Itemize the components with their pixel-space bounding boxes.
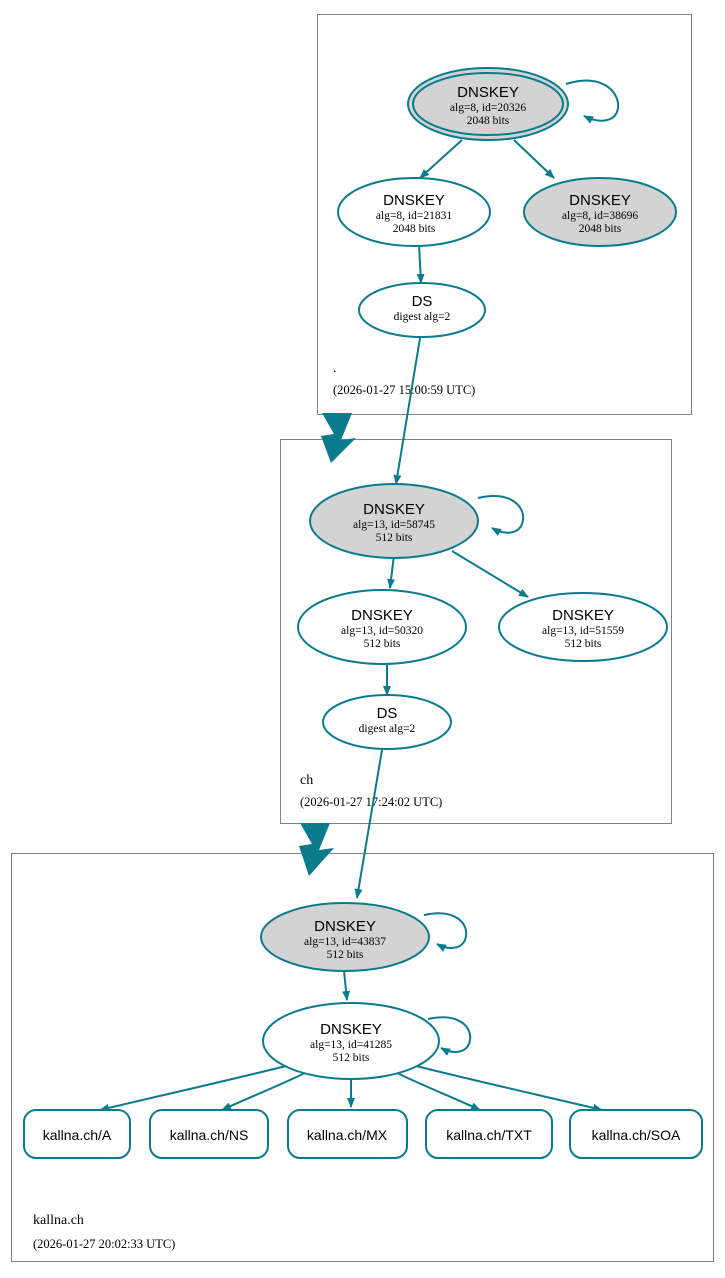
node-ch-ksk-title: DNSKEY [363,501,425,518]
zone-timestamp-kallna: (2026-01-27 20:02:33 UTC) [33,1237,175,1251]
node-kallna-ksk-title: DNSKEY [314,918,376,935]
edge-root-zsk-to-ds [416,243,425,284]
zone-timestamp-ch: (2026-01-27 17:24:02 UTC) [300,795,442,809]
node-ch-zsk [297,589,467,665]
rrset-kallna-soa-label: kallna.ch/SOA [592,1127,681,1143]
rrset-kallna-a[interactable] [23,1109,131,1159]
edge-ch-ksk-to-ch-zsk [387,554,396,589]
edge-zsk-to-rrset-soa [415,1065,603,1112]
rrset-kallna-ns[interactable] [149,1109,269,1159]
node-kallna-zsk-title: DNSKEY [320,1021,382,1038]
node-ch-key-51559 [498,592,668,662]
node-ch-ds [322,694,452,750]
edge-ch-ds-to-kallna-ksk [354,749,383,899]
node-root-key-38696-title: DNSKEY [569,192,631,209]
node-kallna-zsk-keysize: 512 bits [333,1052,370,1064]
node-root-key-38696 [523,177,677,247]
zone-timestamp-root: (2026-01-27 15:00:59 UTC) [333,383,475,397]
node-ch-zsk-keysize: 512 bits [364,638,401,650]
edge-delegation-root-to-ch [321,413,356,463]
edge-zsk-to-rrset-ns [221,1072,306,1111]
rrset-kallna-mx-label: kallna.ch/MX [307,1127,388,1143]
node-root-key-38696-keysize: 2048 bits [579,223,622,235]
rrset-kallna-soa[interactable] [569,1109,703,1159]
edge-self-sign-ch-ksk [477,495,525,536]
edge-self-sign-kallna-zsk [427,1016,472,1056]
node-ch-key-51559-keyinfo: alg=13, id=51559 [542,625,624,637]
node-root-ksk-title: DNSKEY [457,84,519,101]
node-root-ds-title: DS [412,293,433,310]
node-kallna-ksk-keyinfo: alg=13, id=43837 [304,936,386,948]
node-root-ds-digest: digest alg=2 [394,311,451,323]
node-ch-zsk-keyinfo: alg=13, id=50320 [341,625,423,637]
edge-self-sign-root-ksk [565,79,620,124]
node-root-zsk [337,177,491,247]
node-kallna-ksk-keysize: 512 bits [327,949,364,961]
node-kallna-zsk-keyinfo: alg=13, id=41285 [310,1039,392,1051]
node-root-zsk-keysize: 2048 bits [393,223,436,235]
rrset-kallna-mx[interactable] [287,1109,408,1159]
node-ch-ds-digest: digest alg=2 [359,723,416,735]
node-ch-zsk-title: DNSKEY [351,607,413,624]
edge-zsk-to-rrset-txt [396,1072,481,1111]
zone-label-root: . [333,361,337,376]
node-ch-key-51559-keysize: 512 bits [565,638,602,650]
node-root-ksk-keysize: 2048 bits [467,115,510,127]
zone-label-ch: ch [300,773,313,788]
node-root-zsk-keyinfo: alg=8, id=21831 [376,210,452,222]
edge-root-ksk-to-root-zsk [419,139,463,179]
edge-delegation-ch-to-kallna [299,823,334,876]
node-ch-ksk-keysize: 512 bits [376,532,413,544]
edge-zsk-to-rrset-a [99,1065,287,1112]
edge-self-sign-kallna-ksk [423,912,468,952]
node-root-key-38696-keyinfo: alg=8, id=38696 [562,210,638,222]
node-kallna-zsk [262,1002,440,1080]
rrset-kallna-txt-label: kallna.ch/TXT [446,1127,532,1143]
node-ch-ksk-keyinfo: alg=13, id=58745 [353,519,435,531]
node-root-ds [358,282,486,338]
rrset-kallna-txt[interactable] [425,1109,553,1159]
edge-root-ds-to-ch-ksk [393,337,421,485]
zone-label-kallna: kallna.ch [33,1213,84,1228]
rrset-kallna-ns-label: kallna.ch/NS [170,1127,249,1143]
node-ch-ksk [309,483,479,559]
edge-kallna-ksk-to-zsk [342,970,351,1001]
node-ch-key-51559-title: DNSKEY [552,607,614,624]
node-root-ksk-keyinfo: alg=8, id=20326 [450,102,526,114]
node-root-zsk-title: DNSKEY [383,192,445,209]
node-ch-ds-title: DS [377,705,398,722]
edge-ch-ksk-to-ch-key3 [451,550,529,598]
edge-root-ksk-to-root-key3 [513,139,555,179]
rrset-kallna-a-label: kallna.ch/A [43,1127,112,1143]
node-kallna-ksk [260,902,430,972]
node-root-ksk [412,72,564,136]
